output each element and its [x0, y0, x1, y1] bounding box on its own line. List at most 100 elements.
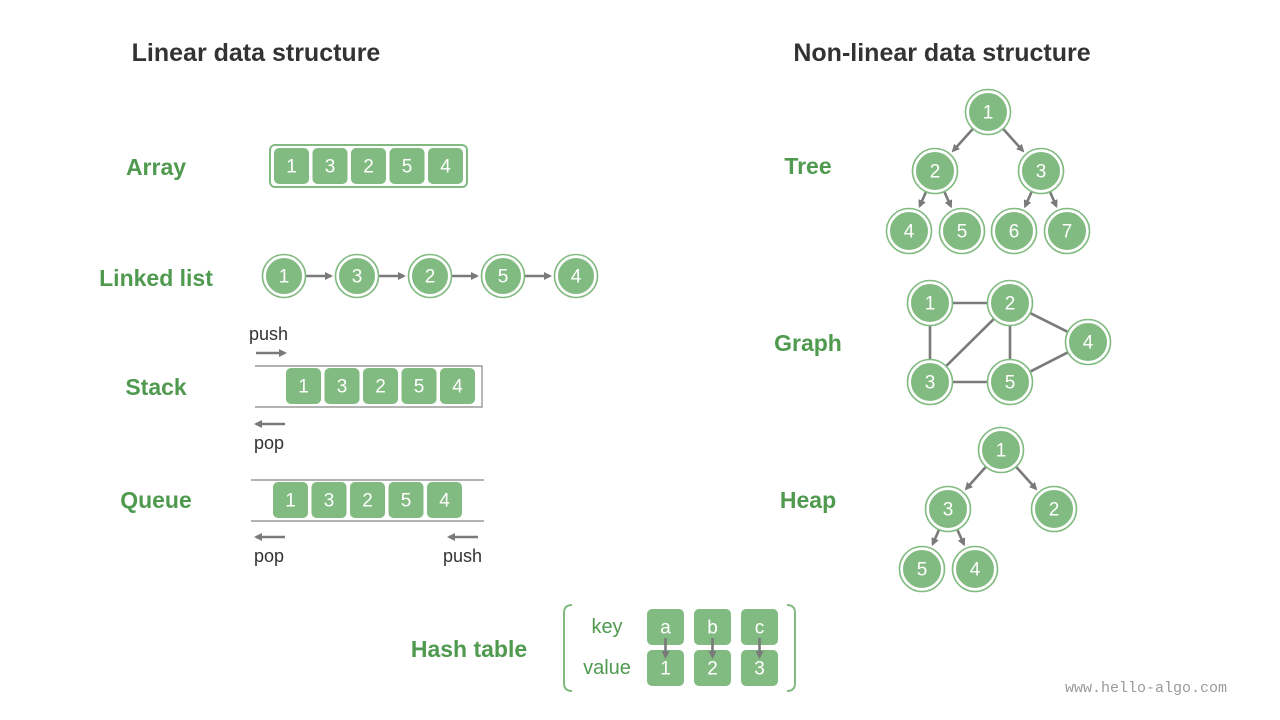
- tree-node-value: 7: [1062, 222, 1073, 243]
- heap-node-circle: [1033, 488, 1075, 530]
- array-label: Array: [126, 154, 186, 180]
- tree-node-circle: [914, 150, 956, 192]
- graph-node-ring: [906, 358, 954, 406]
- linear-title: Linear data structure: [132, 39, 381, 67]
- graph-node-value: 1: [925, 294, 936, 315]
- graph-edge: [1029, 311, 1069, 334]
- tree-edge: [1048, 190, 1058, 209]
- graph-node: 3: [906, 358, 954, 406]
- linked-list-node-ring: [553, 253, 599, 299]
- hash-key-cell-value: b: [707, 618, 718, 639]
- heap: 13 2 5 4: [898, 426, 1078, 593]
- tree-node: 2: [911, 147, 959, 195]
- heap-edge: [964, 465, 988, 491]
- array-cell-bg: [274, 148, 309, 184]
- linked-list-node-value: 4: [571, 267, 582, 288]
- array-cell: 5: [389, 148, 425, 184]
- heap-node-circle: [954, 548, 996, 590]
- heap-node: 5: [898, 545, 946, 593]
- heap-node-ring: [1030, 485, 1078, 533]
- tree-edge: [1001, 127, 1025, 153]
- queue-cell-value: 1: [285, 491, 296, 512]
- graph-node-value: 3: [925, 373, 936, 394]
- heap-node-ring: [898, 545, 946, 593]
- heap-node: 1: [977, 426, 1025, 474]
- hash-table-right-bracket: [786, 604, 796, 692]
- linked-list-node-circle: [337, 256, 377, 296]
- heap-edge: [931, 528, 941, 547]
- queue-cell-value: 5: [401, 491, 412, 512]
- tree-node: 7: [1043, 207, 1091, 255]
- hash-key-cell: b: [694, 609, 731, 645]
- hash-key-label: key: [591, 616, 622, 638]
- nonlinear-title: Non-linear data structure: [793, 39, 1090, 67]
- array-cell-bg: [389, 148, 425, 184]
- array-cell-value: 1: [286, 157, 297, 178]
- stack-pop-label: pop: [254, 433, 284, 453]
- array-cell-value: 2: [363, 157, 374, 178]
- tree-node-value: 2: [930, 162, 941, 183]
- tree-node-value: 4: [904, 222, 915, 243]
- stack-cell-bg: [440, 368, 475, 404]
- array-cell-value: 4: [440, 157, 451, 178]
- array-cell-bg: [312, 148, 348, 184]
- stack-cell-value: 1: [298, 377, 309, 398]
- tree-node-ring: [911, 147, 959, 195]
- stack-cell-value: 2: [375, 377, 386, 398]
- stack-cell-bg: [286, 368, 321, 404]
- graph-node-value: 4: [1083, 333, 1094, 354]
- tree-edge: [951, 127, 975, 153]
- graph-node-circle: [989, 282, 1031, 324]
- stack-cell-bg: [401, 368, 437, 404]
- graph-node-ring: [906, 279, 954, 327]
- tree-node: 5: [938, 207, 986, 255]
- hash-key-cell-bg: [694, 609, 731, 645]
- heap-node-value: 2: [1049, 500, 1060, 521]
- array-frame: [269, 144, 468, 188]
- array-cell: 1: [274, 148, 309, 184]
- linked-list-node-ring: [261, 253, 307, 299]
- graph-edge: [944, 317, 996, 368]
- heap-node-ring: [977, 426, 1025, 474]
- queue-cell-value: 4: [439, 491, 450, 512]
- hash-value-cell-bg: [694, 650, 731, 686]
- heap-node-value: 5: [917, 560, 928, 581]
- linked-list-node-value: 2: [425, 267, 436, 288]
- linked-list-node-value: 3: [352, 267, 363, 288]
- linked-list-node-ring: [334, 253, 380, 299]
- graph-node-ring: [986, 358, 1034, 406]
- hash-table-label: Hash table: [411, 636, 527, 662]
- heap-node: 3: [924, 485, 972, 533]
- tree-node-value: 3: [1036, 162, 1047, 183]
- linked-list-node: 1: [261, 253, 307, 299]
- tree-node-ring: [990, 207, 1038, 255]
- hash-key-cell-value: a: [660, 618, 671, 639]
- tree-node-ring: [964, 88, 1012, 136]
- graph-node-circle: [909, 361, 951, 403]
- heap-node-ring: [924, 485, 972, 533]
- linked-list-node-circle: [483, 256, 523, 296]
- hash-key-cell: c: [741, 609, 778, 645]
- linked-list-node: 4: [553, 253, 599, 299]
- graph-node-circle: [989, 361, 1031, 403]
- graph-node: 2: [986, 279, 1034, 327]
- stack-cell-value: 5: [414, 377, 425, 398]
- stack-push-label: push: [249, 324, 288, 344]
- graph-label: Graph: [774, 330, 842, 356]
- heap-node-value: 4: [970, 560, 981, 581]
- stack-cell: 5: [401, 368, 437, 404]
- hash-value-cell-value: 1: [660, 659, 671, 680]
- heap-node-circle: [927, 488, 969, 530]
- heap-node: 2: [1030, 485, 1078, 533]
- tree-node-circle: [1046, 210, 1088, 252]
- heap-node-circle: [901, 548, 943, 590]
- hash-key-cell-value: c: [755, 618, 765, 639]
- array-cell: 4: [428, 148, 463, 184]
- stack-cell: 3: [324, 368, 360, 404]
- graph-node-value: 5: [1005, 373, 1016, 394]
- linked-list-node: 5: [480, 253, 526, 299]
